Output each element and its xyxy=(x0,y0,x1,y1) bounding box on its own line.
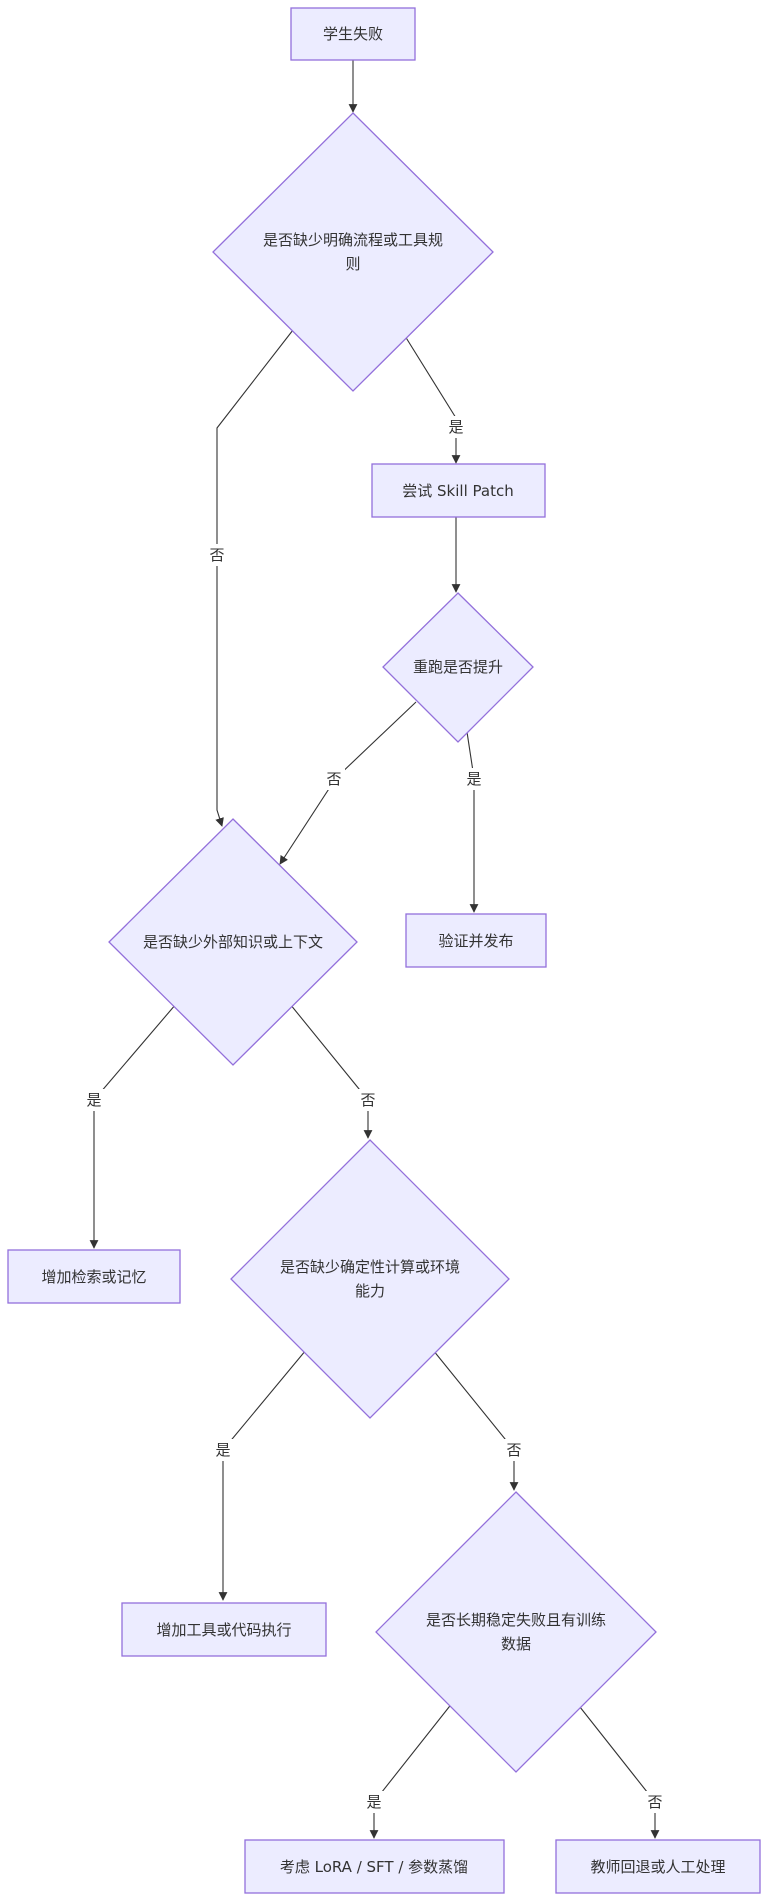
node-box xyxy=(244,1839,505,1894)
edge-label-knowledge-no: 否 xyxy=(360,1091,375,1109)
edge-knowledge-yes xyxy=(89,1003,177,1249)
edge-label-training-yes: 是 xyxy=(366,1793,381,1811)
node-q-knowledge[interactable]: 是否缺少外部知识或上下文 xyxy=(108,818,358,1066)
node-q-compute[interactable]: 是否缺少确定性计算或环境 能力 xyxy=(230,1139,510,1419)
node-q-training-label-line1: 是否长期稳定失败且有训练 xyxy=(426,1611,606,1629)
node-q-training[interactable]: 是否长期稳定失败且有训练 数据 xyxy=(375,1491,657,1773)
node-try-patch[interactable]: 尝试 Skill Patch xyxy=(371,463,546,518)
edge-label-bg xyxy=(363,1791,385,1813)
node-try-patch-label: 尝试 Skill Patch xyxy=(402,482,513,500)
edge-label-bg xyxy=(463,768,485,790)
edge-label-process-yes: 是 xyxy=(448,418,463,436)
edge-label-knowledge-yes: 是 xyxy=(86,1091,101,1109)
node-add-retrieval-label: 增加检索或记忆 xyxy=(41,1268,146,1286)
decision-diamond xyxy=(375,1491,657,1773)
node-consider-lora[interactable]: 考虑 LoRA / SFT / 参数蒸馏 xyxy=(244,1839,505,1894)
node-q-process[interactable]: 是否缺少明确流程或工具规 则 xyxy=(212,112,494,392)
node-q-training-label-line2: 数据 xyxy=(501,1635,531,1653)
node-add-tools[interactable]: 增加工具或代码执行 xyxy=(121,1602,327,1657)
edge-label-bg xyxy=(212,1439,234,1461)
node-box xyxy=(290,7,416,61)
node-q-rerun-label: 重跑是否提升 xyxy=(413,658,503,676)
node-fallback-label: 教师回退或人工处理 xyxy=(590,1858,725,1876)
node-q-process-label-line2: 则 xyxy=(345,255,360,273)
decision-diamond xyxy=(382,592,534,743)
node-add-retrieval[interactable]: 增加检索或记忆 xyxy=(7,1249,181,1304)
node-add-tools-label: 增加工具或代码执行 xyxy=(156,1621,291,1639)
edge-label-rerun-no: 否 xyxy=(326,770,341,788)
edge-label-bg xyxy=(83,1089,105,1111)
decision-diamond xyxy=(212,112,494,392)
node-fallback[interactable]: 教师回退或人工处理 xyxy=(555,1839,761,1894)
edge-label-bg xyxy=(323,768,345,790)
node-verify-release-label: 验证并发布 xyxy=(438,932,513,950)
edge-training-yes xyxy=(369,1701,454,1839)
edge-compute-no xyxy=(432,1349,519,1491)
node-verify-release[interactable]: 验证并发布 xyxy=(405,913,547,968)
edge-label-bg xyxy=(503,1439,525,1461)
edge-label-bg xyxy=(206,544,228,566)
edge-label-compute-no: 否 xyxy=(506,1441,521,1459)
edge-label-compute-yes: 是 xyxy=(215,1441,230,1459)
node-student-fail[interactable]: 学生失败 xyxy=(290,7,416,61)
edge-label-bg xyxy=(357,1089,379,1111)
node-q-process-label-line1: 是否缺少明确流程或工具规 xyxy=(263,231,443,249)
decision-diamond xyxy=(108,818,358,1066)
node-box xyxy=(7,1249,181,1304)
edge-label-rerun-yes: 是 xyxy=(466,770,481,788)
node-student-fail-label: 学生失败 xyxy=(323,25,383,43)
edge-compute-yes xyxy=(218,1349,307,1601)
edge-training-no xyxy=(575,1701,660,1839)
decision-diamond xyxy=(230,1139,510,1419)
edge-process-no xyxy=(215,329,294,827)
node-q-rerun[interactable]: 重跑是否提升 xyxy=(382,592,534,743)
node-q-compute-label-line1: 是否缺少确定性计算或环境 xyxy=(280,1258,460,1276)
edge-process-yes xyxy=(404,335,461,464)
node-q-knowledge-label: 是否缺少外部知识或上下文 xyxy=(143,933,323,951)
nodes: 学生失败 是否缺少明确流程或工具规 则 尝试 Skill Patch 重跑是否提… xyxy=(7,7,761,1894)
edge-labels: 是 否 否 是 是 否 是 否 是 否 xyxy=(83,416,666,1813)
edge-rerun-yes xyxy=(466,731,479,913)
edge-label-bg xyxy=(644,1791,666,1813)
node-box xyxy=(371,463,546,518)
node-box xyxy=(555,1839,761,1894)
edge-label-process-no: 否 xyxy=(209,546,224,564)
edge-label-training-no: 否 xyxy=(647,1793,662,1811)
node-box xyxy=(121,1602,327,1657)
node-q-compute-label-line2: 能力 xyxy=(355,1282,385,1300)
edge-knowledge-no xyxy=(289,1003,373,1139)
node-box xyxy=(405,913,547,968)
edge-rerun-no xyxy=(279,701,417,865)
edge-label-bg xyxy=(445,416,467,438)
node-consider-lora-label: 考虑 LoRA / SFT / 参数蒸馏 xyxy=(280,1858,468,1876)
